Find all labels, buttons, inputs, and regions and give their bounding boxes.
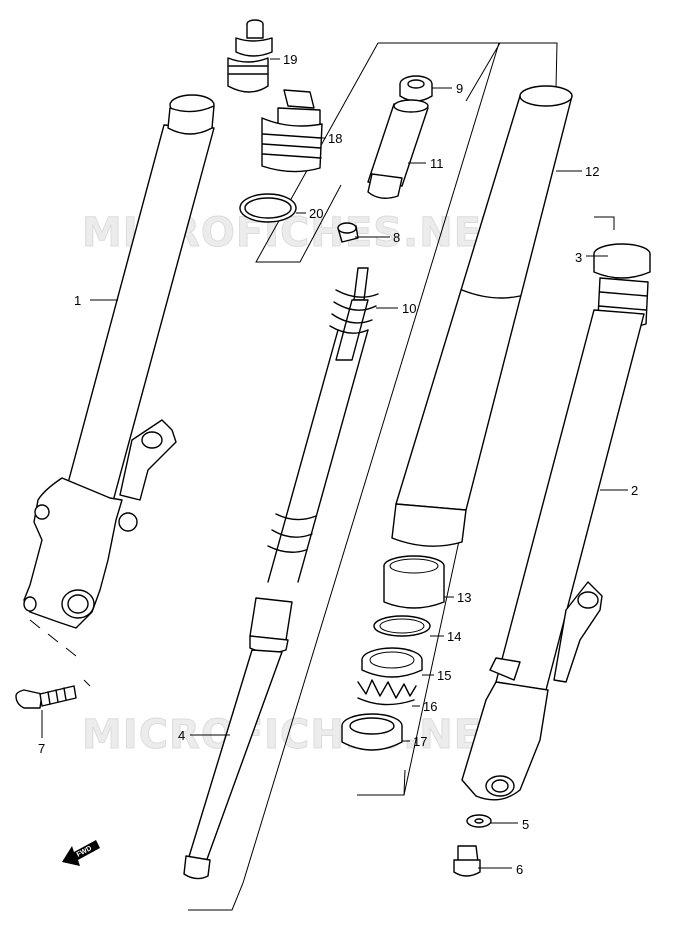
callout-7: 7 (38, 741, 45, 756)
forward-arrow: FWD (62, 840, 100, 866)
lock-nut (337, 222, 359, 243)
callout-2: 2 (631, 483, 638, 498)
leader-lines (41, 58, 628, 869)
callout-19: 19 (283, 52, 297, 67)
damper-cylinder (183, 597, 293, 880)
cap-bolt (227, 19, 273, 93)
axle-pinch-bolt (15, 685, 77, 709)
stopper-ring (357, 679, 417, 706)
group-outline-damper-bottom (188, 882, 244, 911)
callout-1: 1 (74, 293, 81, 308)
callout-11: 11 (430, 156, 444, 171)
spacer-tube (367, 99, 429, 199)
spacer-collar (399, 75, 433, 102)
group-outline-damper-top (378, 42, 501, 102)
connector-dash (29, 619, 77, 657)
outer-tube-right (461, 243, 651, 801)
dust-seal (341, 713, 403, 751)
connector-end (83, 679, 91, 687)
callout-9: 9 (456, 81, 463, 96)
washer (466, 814, 492, 828)
callout-6: 6 (516, 862, 523, 877)
callout-10: 10 (402, 301, 416, 316)
watermark-bottom: MICROFICHES.NET (82, 712, 510, 758)
callout-15: 15 (437, 668, 451, 683)
callout-5: 5 (522, 817, 529, 832)
seal-washer (373, 615, 431, 637)
bottom-bolt (453, 845, 481, 877)
forward-arrow-label: FWD (76, 845, 93, 859)
outer-tube-left (23, 94, 215, 629)
inner-tube (391, 85, 573, 547)
callout-18: 18 (328, 131, 342, 146)
callout-16: 16 (423, 699, 437, 714)
callout-17: 17 (413, 734, 427, 749)
group-outline-seals-bottom (357, 769, 406, 796)
o-ring-inner (244, 197, 292, 219)
callout-4: 4 (178, 728, 185, 743)
slide-bushing (383, 555, 445, 609)
callout-8: 8 (393, 230, 400, 245)
group-outline-long-edge (242, 42, 500, 884)
damper-rod-assembly (267, 267, 379, 583)
oil-seal (361, 647, 423, 678)
callout-14: 14 (447, 629, 461, 644)
group-outline-right-top (594, 216, 615, 230)
spring-adjuster (261, 89, 323, 173)
group-outline-inner-tube-top (492, 42, 558, 89)
callout-3: 3 (575, 250, 582, 265)
callout-13: 13 (457, 590, 471, 605)
callout-12: 12 (585, 164, 599, 179)
callout-20: 20 (309, 206, 323, 221)
